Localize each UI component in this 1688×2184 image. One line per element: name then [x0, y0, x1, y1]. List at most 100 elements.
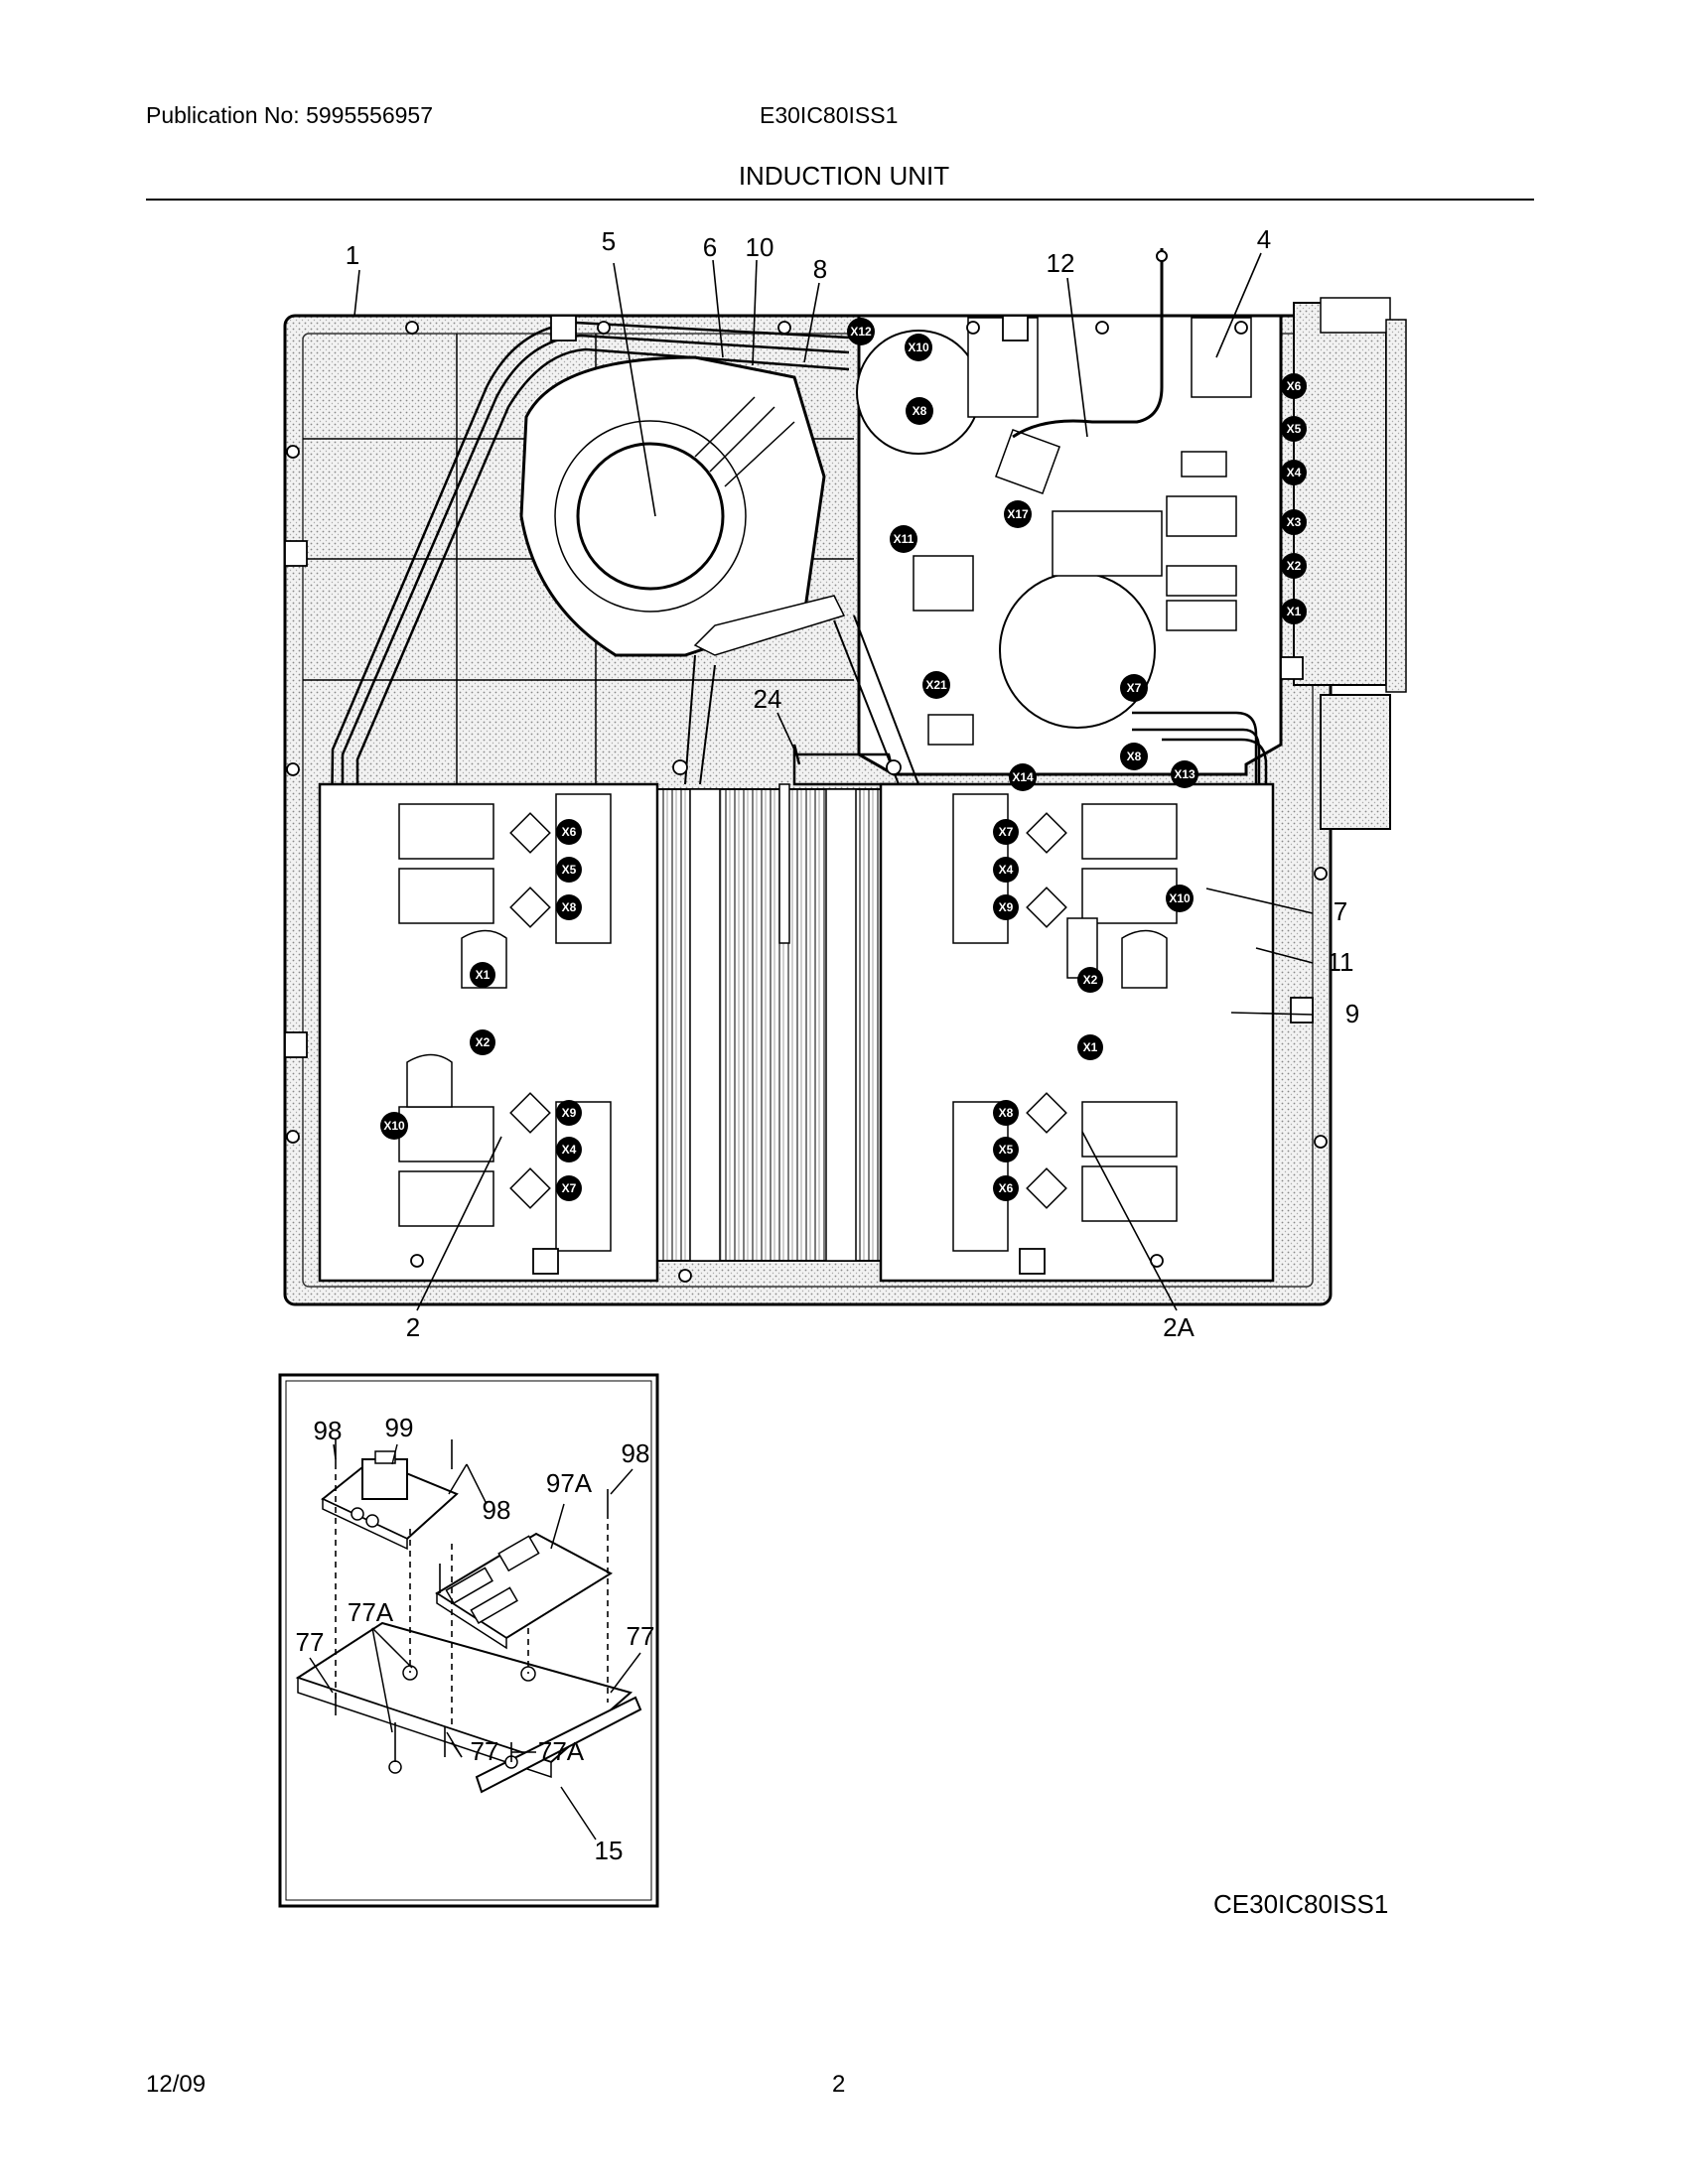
svg-text:X10: X10	[908, 341, 929, 354]
right-connector-x1: X1	[1077, 1034, 1103, 1060]
terminal-x5: X5	[1281, 416, 1307, 442]
inset-callout-97a: 97A	[546, 1468, 593, 1498]
left-connector-x1: X1	[470, 962, 495, 988]
center-struts	[684, 614, 919, 785]
svg-text:X8: X8	[1127, 750, 1142, 763]
control-board	[856, 248, 1283, 776]
callout-1: 1	[346, 240, 359, 270]
page-number: 2	[832, 2071, 846, 2098]
svg-text:X11: X11	[894, 532, 914, 546]
svg-text:X5: X5	[999, 1143, 1014, 1157]
callout-12: 12	[1047, 248, 1075, 278]
inset-callout-98-far-right: 98	[622, 1438, 650, 1468]
svg-text:X2: X2	[476, 1035, 491, 1049]
right-connector-x7: X7	[993, 819, 1019, 845]
callout-5: 5	[602, 226, 616, 256]
svg-text:X8: X8	[913, 404, 927, 418]
left-connector-x10: X10	[380, 1112, 408, 1140]
main-callouts: 1 5 6 10 8 12 4 24 7 11 9 2 2A	[346, 224, 1359, 1342]
left-connector-x7: X7	[556, 1175, 582, 1201]
inset-callout-99: 99	[385, 1413, 414, 1442]
svg-text:X17: X17	[1007, 507, 1029, 521]
left-connector-x8: X8	[556, 894, 582, 920]
svg-text:X1: X1	[1083, 1040, 1098, 1054]
svg-text:X7: X7	[999, 825, 1014, 839]
inset-callout-77a-left: 77A	[348, 1597, 394, 1627]
left-connector-x5: X5	[556, 857, 582, 883]
heatsink	[656, 783, 882, 1262]
connector-x17: X17	[1004, 500, 1032, 528]
svg-text:X3: X3	[1287, 515, 1302, 529]
right-connector-x6: X6	[993, 1175, 1019, 1201]
connector-x10: X10	[905, 334, 932, 361]
inset-callout-77a-center: 77A	[538, 1736, 585, 1766]
connector-x14: X14	[1009, 763, 1037, 791]
svg-text:X10: X10	[1169, 891, 1191, 905]
left-connector-x6: X6	[556, 819, 582, 845]
connector-x7: X7	[1120, 674, 1148, 702]
connector-x8: X8	[906, 397, 933, 425]
connector-x12: X12	[847, 318, 875, 345]
svg-text:X10: X10	[383, 1119, 405, 1133]
header-rule	[146, 199, 1534, 201]
callout-24: 24	[754, 684, 782, 714]
mounting-bosses	[284, 315, 1328, 1283]
terminal-x6: X6	[1281, 373, 1307, 399]
page-title: INDUCTION UNIT	[738, 161, 950, 191]
inset-callout-98-right: 98	[483, 1495, 511, 1525]
terminal-block	[1293, 297, 1407, 830]
left-connector-x9: X9	[556, 1100, 582, 1126]
inset-callout-77-center: 77	[471, 1736, 499, 1766]
right-connector-x9: X9	[993, 894, 1019, 920]
connector-x8: X8	[1120, 743, 1148, 770]
svg-text:X6: X6	[562, 825, 577, 839]
svg-text:X4: X4	[999, 863, 1014, 877]
model-number: E30IC80ISS1	[760, 102, 899, 128]
connector-markers: X12 X10 X8 X11 X17 X21 X7 X8 X14 X13 X6 …	[380, 318, 1307, 1201]
inset-fasteners	[335, 1439, 609, 1762]
callout-6: 6	[703, 232, 717, 262]
inset-callout-77-right: 77	[627, 1621, 655, 1651]
right-connector-x4: X4	[993, 857, 1019, 883]
right-connector-x10: X10	[1166, 885, 1194, 912]
svg-text:X4: X4	[562, 1143, 577, 1157]
terminal-x2: X2	[1281, 553, 1307, 579]
blower-fan	[519, 355, 846, 657]
svg-text:X5: X5	[562, 863, 577, 877]
leader-lines	[353, 252, 1314, 1311]
inset-transformer-board	[321, 1450, 459, 1551]
callout-4: 4	[1257, 224, 1271, 254]
publication-number: Publication No: 5995556957	[146, 102, 434, 128]
connector-x11: X11	[890, 525, 917, 553]
svg-text:X5: X5	[1287, 422, 1302, 436]
inset-leader-lines	[309, 1443, 641, 1841]
publication-date: 12/09	[146, 2071, 207, 2098]
svg-text:X1: X1	[1287, 605, 1302, 618]
induction-board-right	[879, 782, 1275, 1283]
inset-mounting-bracket	[295, 1621, 642, 1794]
svg-text:X9: X9	[562, 1106, 577, 1120]
svg-text:X2: X2	[1287, 559, 1302, 573]
inset-panel	[278, 1373, 659, 1908]
callout-2a: 2A	[1163, 1312, 1195, 1342]
svg-text:X9: X9	[999, 900, 1014, 914]
svg-text:X7: X7	[1127, 681, 1142, 695]
svg-text:X21: X21	[925, 678, 947, 692]
svg-text:X1: X1	[476, 968, 491, 982]
svg-text:X13: X13	[1174, 767, 1196, 781]
right-connector-x8: X8	[993, 1100, 1019, 1126]
svg-text:X6: X6	[999, 1181, 1014, 1195]
svg-text:X14: X14	[1012, 770, 1034, 784]
terminal-x4: X4	[1281, 460, 1307, 485]
svg-text:X8: X8	[999, 1106, 1014, 1120]
left-connector-x2: X2	[470, 1029, 495, 1055]
svg-text:X6: X6	[1287, 379, 1302, 393]
callout-11: 11	[1328, 947, 1354, 977]
inset-callout-15: 15	[595, 1836, 624, 1865]
right-connector-x5: X5	[993, 1137, 1019, 1162]
svg-text:X4: X4	[1287, 466, 1302, 479]
svg-text:X7: X7	[562, 1181, 577, 1195]
callout-9: 9	[1345, 999, 1359, 1028]
inset-callouts: 98 99 98 97A 98 77 77A 77 77 77A 15	[296, 1413, 655, 1865]
